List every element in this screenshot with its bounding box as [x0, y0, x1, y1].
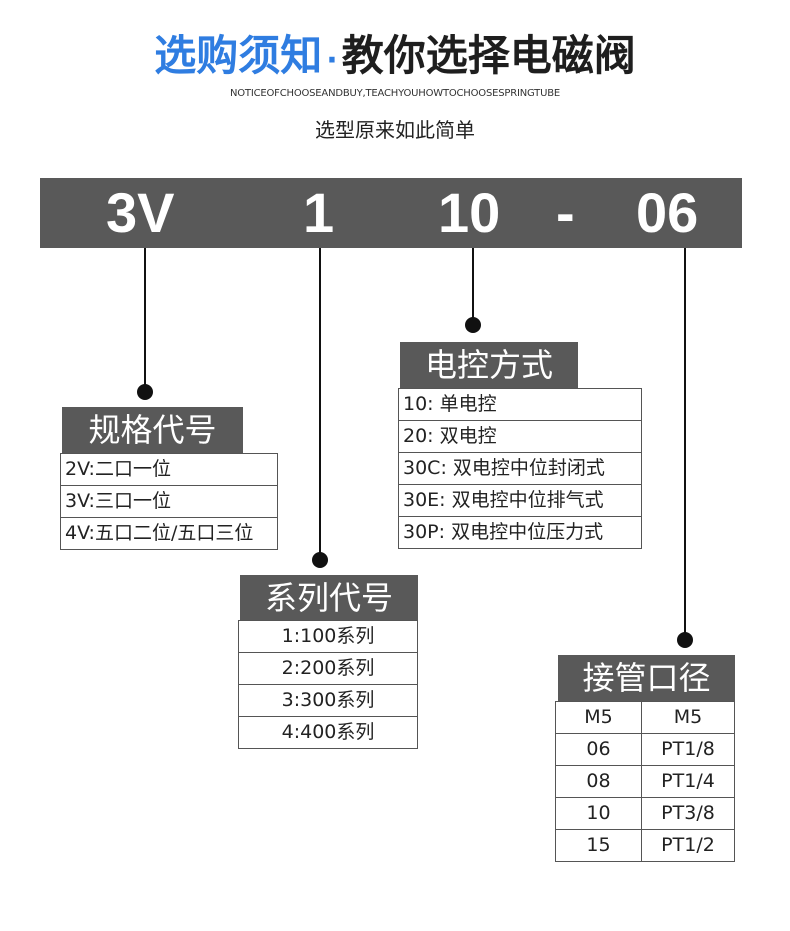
connector-node-control [465, 317, 481, 333]
code-part-port: 06 [636, 181, 699, 244]
table-cell: 4:400系列 [238, 716, 418, 749]
table-cell: 10: 单电控 [398, 388, 642, 421]
table-row: 3V:三口一位 [60, 485, 278, 518]
table-cell: 15 [555, 829, 642, 862]
series-table: 1:100系列 2:200系列 3:300系列 4:400系列 [238, 620, 418, 749]
table-cell: 2V:二口一位 [60, 453, 278, 486]
title-highlight: 选购须知 [154, 31, 323, 80]
connector-line-control [472, 248, 474, 326]
table-cell: 30P: 双电控中位压力式 [398, 516, 642, 549]
spec-table-header: 规格代号 [62, 407, 243, 453]
port-table-header: 接管口径 [558, 655, 735, 701]
connector-line-port [684, 248, 686, 640]
table-cell: 30E: 双电控中位排气式 [398, 484, 642, 517]
table-row: 1:100系列 [238, 620, 418, 653]
table-cell: PT1/4 [641, 765, 735, 798]
table-cell: 3:300系列 [238, 684, 418, 717]
table-cell: 30C: 双电控中位封闭式 [398, 452, 642, 485]
connector-node-series [312, 552, 328, 568]
table-cell: PT1/8 [641, 733, 735, 766]
title-main: 教你选择电磁阀 [341, 31, 636, 80]
title-dot: · [326, 43, 338, 78]
table-row: 2V:二口一位 [60, 453, 278, 486]
table-cell: 08 [555, 765, 642, 798]
table-row: 4V:五口二位/五口三位 [60, 517, 278, 550]
table-cell: 3V:三口一位 [60, 485, 278, 518]
table-cell: 4V:五口二位/五口三位 [60, 517, 278, 550]
table-cell: 1:100系列 [238, 620, 418, 653]
page-title: 选购须知·教你选择电磁阀 [0, 22, 790, 83]
table-cell: 2:200系列 [238, 652, 418, 685]
code-part-control: 10 [438, 181, 501, 244]
connector-node-spec [137, 384, 153, 400]
table-row: 4:400系列 [238, 716, 418, 749]
page-tagline: 选型原来如此简单 [315, 118, 475, 142]
control-table-header: 电控方式 [400, 342, 578, 388]
table-row: 30C: 双电控中位封闭式 [398, 452, 642, 485]
table-cell: M5 [641, 701, 735, 734]
table-cell: M5 [555, 701, 642, 734]
table-cell: 06 [555, 733, 642, 766]
connector-line-spec [144, 248, 146, 392]
table-row: 3:300系列 [238, 684, 418, 717]
control-table: 10: 单电控 20: 双电控 30C: 双电控中位封闭式 30E: 双电控中位… [398, 388, 642, 549]
code-part-series: 1 [303, 181, 335, 244]
series-table-header: 系列代号 [240, 575, 418, 621]
table-row: 2:200系列 [238, 652, 418, 685]
table-row: 30P: 双电控中位压力式 [398, 516, 642, 549]
table-cell: PT1/2 [641, 829, 735, 862]
connector-node-port [677, 632, 693, 648]
page-subtitle: NOTICEOFCHOOSEANDBUY,TEACHYOUHOWTOCHOOSE… [229, 88, 560, 99]
model-code-bar: 3V 1 10 - 06 [40, 178, 742, 248]
table-row: 20: 双电控 [398, 420, 642, 453]
table-row: 10: 单电控 [398, 388, 642, 421]
code-part-spec: 3V [106, 181, 175, 244]
connector-line-series [319, 248, 321, 560]
spec-table: 2V:二口一位 3V:三口一位 4V:五口二位/五口三位 [60, 453, 278, 550]
table-cell: PT3/8 [641, 797, 735, 830]
code-separator: - [556, 181, 575, 244]
table-cell: 20: 双电控 [398, 420, 642, 453]
table-row: 30E: 双电控中位排气式 [398, 484, 642, 517]
table-cell: 10 [555, 797, 642, 830]
